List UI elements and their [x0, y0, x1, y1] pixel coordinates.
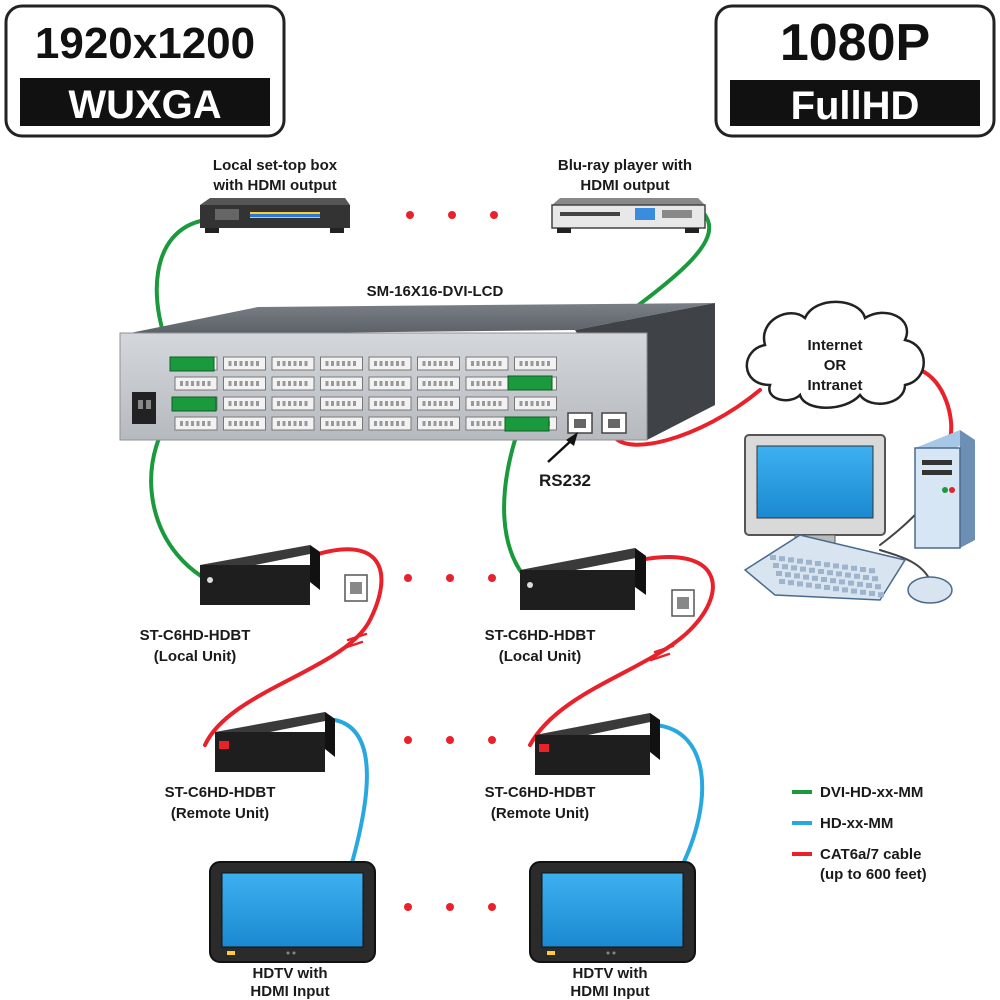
ellipsis-sources: [406, 211, 498, 219]
ellipsis-local: [404, 574, 496, 582]
dvi-port: [223, 396, 266, 411]
local-unit-2-model: ST-C6HD-HDBT: [485, 627, 596, 644]
set-top-box: Local set-top box with HDMI output: [200, 157, 350, 233]
stb-label-line2: with HDMI output: [212, 177, 336, 194]
dvi-port: [465, 396, 509, 411]
hdtv-2: HDTV with HDMI Input: [529, 861, 696, 1000]
remote-unit-1-role: (Remote Unit): [171, 805, 269, 822]
network-cloud: Internet OR Intranet: [745, 300, 925, 409]
hdtv-1-line1: HDTV with: [253, 965, 328, 982]
dvi-port: [368, 376, 412, 391]
local-unit-2: ST-C6HD-HDBT (Local Unit): [485, 548, 646, 665]
dvi-port: [271, 356, 315, 371]
badge-right-bottom-text: FullHD: [791, 84, 920, 128]
rs232-callout: RS232: [539, 432, 591, 490]
dvi-port: [514, 396, 557, 411]
badge-left-bottom-text: WUXGA: [68, 83, 221, 127]
dvi-port: [368, 396, 412, 411]
legend-label-hdmi: HD-xx-MM: [820, 815, 893, 832]
cloud-line2: OR: [824, 357, 847, 374]
ellipsis-hdtv: [404, 903, 496, 911]
dvi-port: [174, 416, 218, 431]
dvi-port: [223, 376, 266, 391]
matrix-switch: SM-16X16-DVI-LCD: [119, 283, 715, 441]
rs232-label: RS232: [539, 471, 591, 490]
control-pc: [743, 430, 975, 604]
dvi-port: [271, 416, 315, 431]
legend-label-cat-note: (up to 600 feet): [820, 866, 927, 883]
dvi-port: [320, 356, 363, 371]
dvi-port: [514, 356, 557, 371]
bluray-label-line2: HDMI output: [580, 177, 669, 194]
cat-cable-1: [203, 547, 384, 747]
remote-unit-1-model: ST-C6HD-HDBT: [165, 784, 276, 801]
dvi-port: [417, 356, 460, 371]
cat-cable-2: [528, 555, 715, 747]
power-inlet: [132, 392, 156, 424]
dvi-port: [320, 376, 363, 391]
local-unit-1: ST-C6HD-HDBT (Local Unit): [140, 545, 320, 665]
remote-unit-2-role: (Remote Unit): [491, 805, 589, 822]
dvi-port: [223, 416, 266, 431]
legend-label-cat: CAT6a/7 cable: [820, 846, 921, 863]
remote-unit-2-model: ST-C6HD-HDBT: [485, 784, 596, 801]
dvi-port: [417, 416, 460, 431]
ellipsis-remote: [404, 736, 496, 744]
cloud-line3: Intranet: [807, 377, 862, 394]
local-unit-1-model: ST-C6HD-HDBT: [140, 627, 251, 644]
dvi-port: [417, 396, 460, 411]
dvi-port: [320, 396, 363, 411]
hdtv-2-line1: HDTV with: [573, 965, 648, 982]
dvi-port: [320, 416, 363, 431]
hdtv-1-line2: HDMI Input: [250, 983, 329, 1000]
dvi-port: [417, 376, 460, 391]
dvi-port: [465, 356, 509, 371]
badge-left-top-text: 1920x1200: [35, 19, 255, 68]
dvi-port: [174, 376, 218, 391]
local-unit-1-role: (Local Unit): [154, 648, 237, 665]
bluray-label-line1: Blu-ray player with: [558, 157, 692, 174]
dvi-port: [223, 356, 266, 371]
badge-right-top-text: 1080P: [780, 14, 930, 72]
legend: DVI-HD-xx-MM HD-xx-MM CAT6a/7 cable (up …: [792, 784, 927, 883]
resolution-badge-left: 1920x1200 WUXGA: [4, 4, 286, 138]
local-unit-2-role: (Local Unit): [499, 648, 582, 665]
hdmi-cable-tv2: [653, 723, 705, 872]
resolution-badge-right: 1080P FullHD: [714, 4, 996, 138]
stb-label-line1: Local set-top box: [213, 157, 338, 174]
rj45-jack-2: [671, 589, 695, 617]
remote-unit-2: ST-C6HD-HDBT (Remote Unit): [485, 713, 660, 822]
cloud-line1: Internet: [807, 337, 862, 354]
rj45-jack-1: [344, 574, 368, 602]
switch-model-label: SM-16X16-DVI-LCD: [367, 283, 504, 300]
dvi-port: [368, 356, 412, 371]
bluray-player: Blu-ray player with HDMI output: [551, 157, 706, 233]
hdtv-1: HDTV with HDMI Input: [209, 861, 376, 1000]
remote-unit-1: ST-C6HD-HDBT (Remote Unit): [165, 712, 335, 822]
hdmi-cable-tv1: [333, 718, 369, 872]
hdtv-2-line2: HDMI Input: [570, 983, 649, 1000]
dvi-port: [271, 396, 315, 411]
legend-label-dvi: DVI-HD-xx-MM: [820, 784, 923, 801]
dvi-port: [368, 416, 412, 431]
cat-cable-pc: [918, 368, 954, 440]
dvi-port: [271, 376, 315, 391]
